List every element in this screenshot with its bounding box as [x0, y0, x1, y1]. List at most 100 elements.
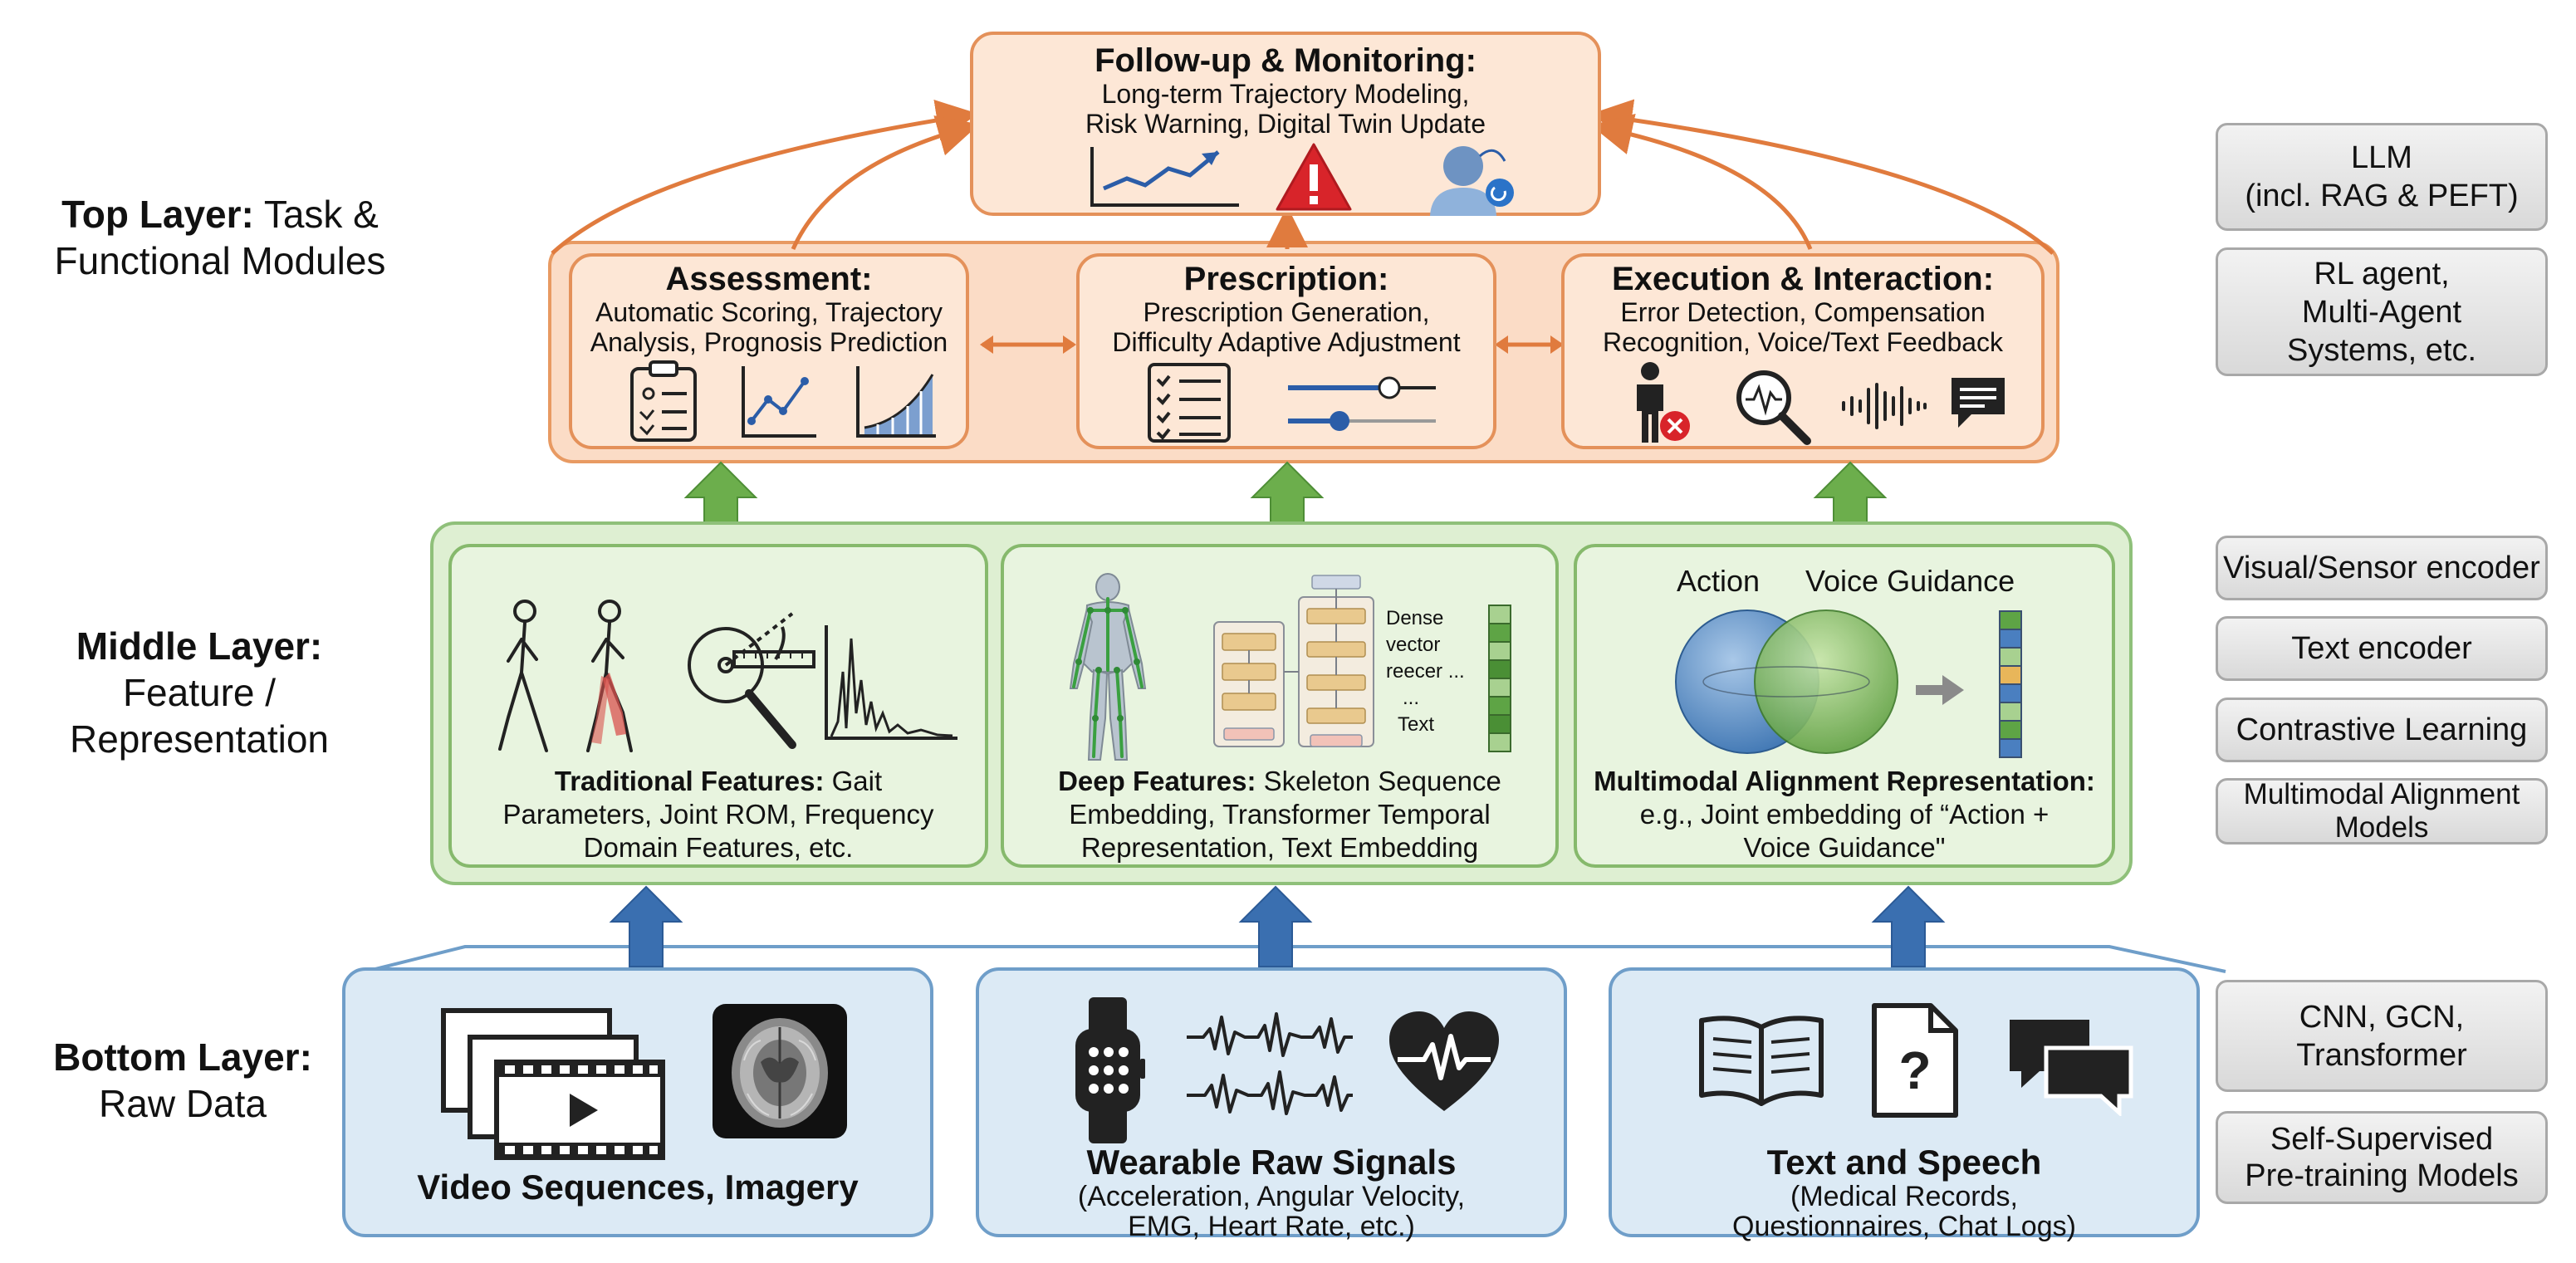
side-llm-line-1: LLM	[2351, 140, 2412, 175]
side-llm-line-2: (incl. RAG & PEFT)	[2245, 179, 2519, 213]
multimodal-line-3: Voice Guidance"	[1743, 832, 1946, 863]
dense-vector-line-5: Text	[1398, 713, 1435, 736]
multimodal-line-2: e.g., Joint embedding of “Action +	[1639, 799, 2050, 830]
side-cnn-gcn-transformer: CNN, GCN,Transformer	[2216, 980, 2548, 1092]
followup-monitoring-box: Follow-up & Monitoring: Long-term Trajec…	[970, 32, 1601, 216]
error-detection-person-icon	[1637, 362, 1690, 443]
trajectory-analysis-icon	[742, 366, 816, 438]
middle-layer-label-bold: Middle Layer:	[76, 624, 323, 668]
trajectory-chart-icon	[1090, 147, 1239, 207]
top-layer-label-bold: Top Layer:	[61, 193, 254, 236]
side-text-encoder: Text encoder	[2216, 616, 2548, 681]
side-rl-line-1: RL agent,	[2314, 256, 2450, 291]
text-speech-desc-2: Questionnaires, Chat Logs)	[1732, 1211, 2076, 1242]
deep-line-2: Embedding, Transformer Temporal	[1069, 799, 1491, 830]
execution-box: Execution & Interaction: Error Detection…	[1561, 253, 2045, 449]
multimodal-title: Multimodal Alignment Representation:	[1594, 766, 2095, 796]
venn-label-voice: Voice Guidance	[1805, 564, 2015, 598]
text-feedback-bubble-icon	[1952, 378, 2005, 428]
frequency-spectrum-icon	[825, 625, 957, 740]
deep-features-box: Dense vector reecer ... ... Text Deep Fe…	[1001, 544, 1559, 868]
dense-vector-line-3-text: reecer	[1386, 660, 1443, 683]
venn-label-action: Action	[1677, 564, 1761, 598]
risk-warning-icon	[1276, 143, 1352, 211]
text-speech-box: ? Text and Speech (Medical Records, Ques…	[1609, 967, 2200, 1242]
execution-desc-1: Error Detection, Compensation	[1620, 297, 1986, 327]
wearable-signals-box: Wearable Raw Signals (Acceleration, Angu…	[976, 967, 1567, 1242]
multimodal-caption: Multimodal Alignment Representation: e.g…	[1577, 765, 2112, 864]
deep-line-1: Skeleton Sequence	[1263, 766, 1501, 796]
bottom-layer-label-bold: Bottom Layer:	[53, 1035, 312, 1079]
side-contrastive-label: Contrastive Learning	[2236, 712, 2528, 747]
traditional-features-caption: Traditional Features: Gait Parameters, J…	[452, 765, 985, 864]
side-visual-encoder: Visual/Sensor encoder	[2216, 536, 2548, 600]
execution-title: Execution & Interaction:	[1611, 261, 1995, 297]
middle-layer-label-rest2: Representation	[70, 717, 329, 761]
prescription-title: Prescription:	[1183, 261, 1389, 297]
deep-features-title: Deep Features:	[1058, 766, 1256, 796]
skeleton-body-icon	[1069, 573, 1147, 761]
wearable-desc-2: EMG, Heart Rate, etc.)	[1128, 1211, 1415, 1242]
voice-waveform-icon	[1842, 383, 1927, 429]
checklist-icon	[1148, 363, 1231, 443]
embedding-vector-icon	[1488, 605, 1511, 752]
transformer-architecture-icon	[1213, 575, 1374, 747]
bottom-layer-label: Bottom Layer: Raw Data	[17, 1034, 349, 1127]
walking-figures-icon	[498, 600, 633, 752]
prescription-box: Prescription: Prescription Generation, D…	[1076, 253, 1496, 449]
video-film-icon	[441, 1008, 665, 1160]
smartwatch-icon	[1075, 997, 1145, 1143]
side-cnn-line-2: Transformer	[2296, 1037, 2467, 1073]
dense-vector-line-2: vector	[1386, 634, 1441, 656]
side-llm-text: LLM (incl. RAG & PEFT)	[2245, 139, 2518, 215]
assessment-box: Assessment: Automatic Scoring, Trajector…	[569, 253, 969, 449]
side-mm-line-2: Models	[2334, 811, 2429, 844]
open-book-icon	[1699, 1016, 1824, 1106]
dense-vector-line-4: ...	[1403, 687, 1420, 709]
multimodal-alignment-box: Action Voice Guidance Multimodal Alignme…	[1574, 544, 2115, 868]
brain-mri-icon	[713, 1004, 847, 1138]
top-layer-label: Top Layer: Task & Functional Modules	[25, 191, 415, 284]
traditional-line-2: Parameters, Joint ROM, Frequency	[502, 799, 934, 830]
dense-vector-label: Dense vector reecer ... ... Text	[1386, 605, 1486, 738]
clipboard-scoring-icon	[630, 360, 697, 442]
followup-desc-1: Long-term Trajectory Modeling,	[1101, 79, 1470, 109]
chat-bubbles-icon	[2010, 1020, 2133, 1116]
top-layer-label-rest2: Functional Modules	[54, 239, 386, 282]
followup-title: Follow-up & Monitoring:	[1095, 42, 1477, 79]
side-ssl-line-1: Self-Supervised	[2270, 1122, 2494, 1157]
text-speech-title: Text and Speech	[1766, 1143, 2042, 1182]
wearable-desc-1: (Acceleration, Angular Velocity,	[1077, 1181, 1466, 1212]
traditional-line-1: Gait	[831, 766, 883, 796]
signal-waveforms-icon	[1187, 1012, 1353, 1115]
text-speech-desc-1: (Medical Records,	[1790, 1181, 2018, 1212]
svg-text:?: ?	[1898, 1040, 1931, 1100]
top-layer-connectors	[551, 99, 2054, 354]
digital-twin-icon	[1430, 146, 1514, 216]
prognosis-prediction-icon	[856, 366, 936, 438]
deep-features-caption: Deep Features: Skeleton Sequence Embeddi…	[1004, 765, 1555, 864]
execution-desc-2: Recognition, Voice/Text Feedback	[1602, 327, 2004, 357]
side-ssl-line-2: Pre-training Models	[2245, 1158, 2519, 1193]
dense-vector-line-1: Dense	[1386, 607, 1444, 629]
followup-desc-2: Risk Warning, Digital Twin Update	[1085, 109, 1486, 139]
adjustment-sliders-icon	[1288, 376, 1436, 431]
blue-up-arrows	[365, 885, 2226, 973]
side-cnn-line-1: CNN, GCN,	[2299, 999, 2465, 1035]
prescription-desc-1: Prescription Generation,	[1143, 297, 1430, 327]
side-visual-encoder-label: Visual/Sensor encoder	[2223, 551, 2540, 585]
compensation-recognition-magnifier-icon	[1736, 370, 1811, 445]
traditional-features-title: Traditional Features:	[554, 766, 825, 796]
assessment-desc-1: Automatic Scoring, Trajectory	[595, 297, 943, 327]
questionnaire-document-icon: ?	[1872, 1003, 1958, 1118]
traditional-line-3: Domain Features, etc.	[583, 832, 854, 863]
side-mm-line-1: Multimodal Alignment	[2243, 778, 2520, 810]
dense-vector-line-3: reecer ...	[1386, 658, 1486, 685]
middle-layer-label: Middle Layer: Feature / Representation	[25, 623, 374, 762]
assessment-desc-2: Analysis, Prognosis Prediction	[590, 327, 948, 357]
middle-layer-label-rest1: Feature /	[122, 671, 277, 714]
